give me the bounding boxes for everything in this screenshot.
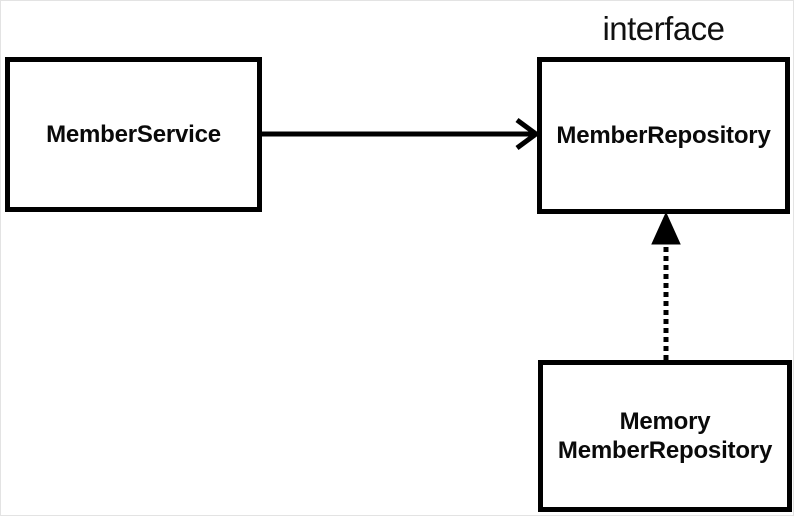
edge-uses-member-service-to-member-repository[interactable] bbox=[259, 117, 541, 151]
class-box-member-repository-label: MemberRepository bbox=[556, 121, 771, 149]
class-box-memory-member-repository-label: Memory MemberRepository bbox=[557, 407, 773, 464]
class-box-member-service[interactable]: MemberService bbox=[5, 57, 262, 212]
interface-stereotype-label: interface bbox=[602, 10, 725, 47]
class-box-member-repository[interactable]: MemberRepository bbox=[537, 57, 790, 214]
class-box-member-service-label: MemberService bbox=[46, 120, 221, 148]
class-box-memory-member-repository[interactable]: Memory MemberRepository bbox=[538, 360, 792, 512]
edge-implements-memory-to-member-repository[interactable] bbox=[651, 211, 681, 360]
uses-edge-open-arrowhead bbox=[515, 117, 541, 151]
implements-edge-filled-triangle-arrowhead bbox=[651, 211, 681, 245]
